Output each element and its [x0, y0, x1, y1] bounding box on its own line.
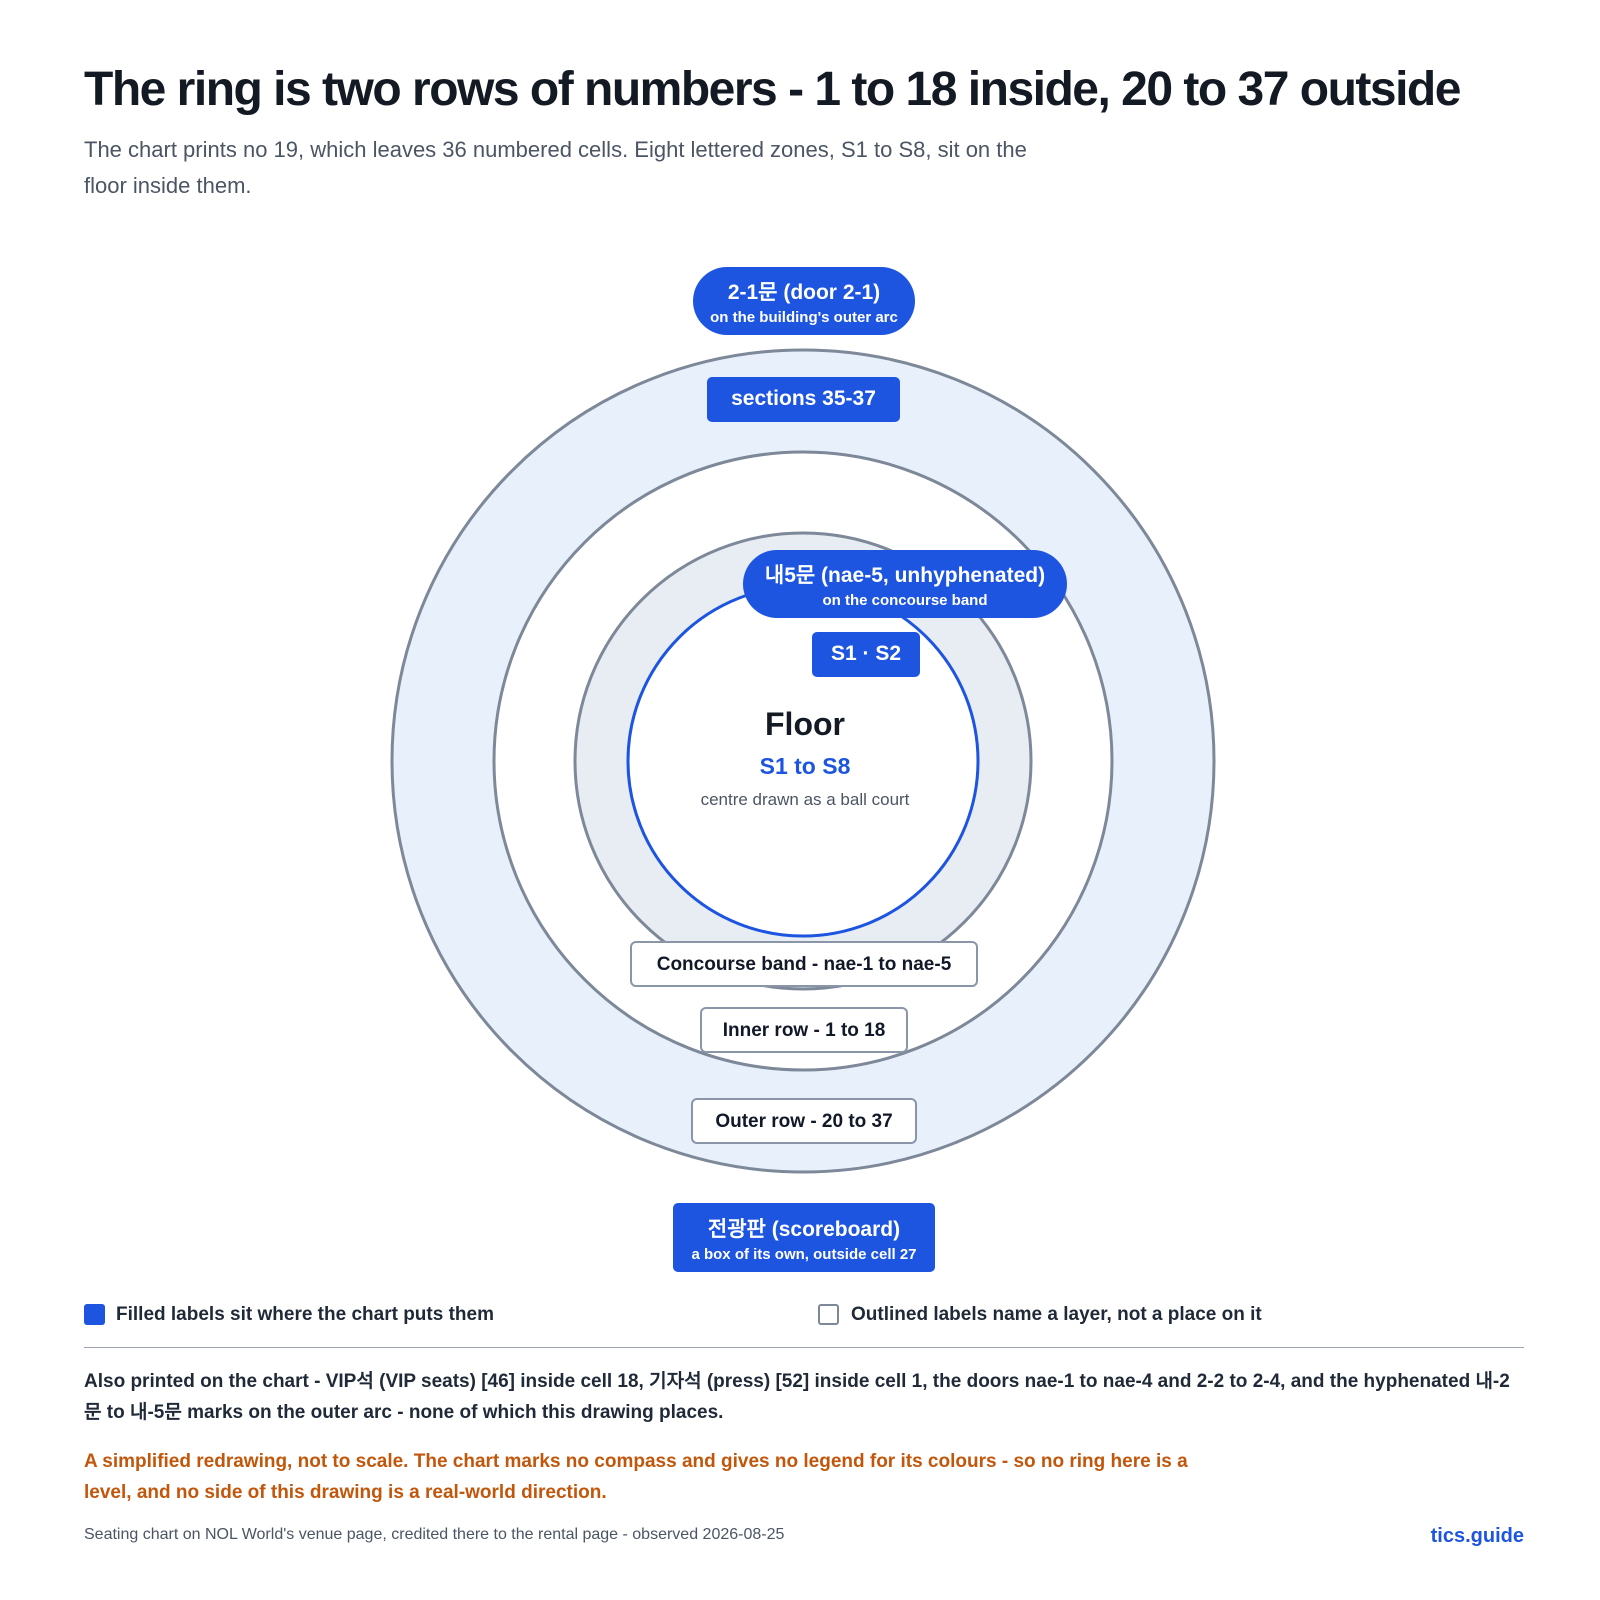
- door-2-1-title: 2-1문 (door 2-1): [727, 281, 881, 304]
- door-nae5-label: 내5문 (nae-5, unhyphenated) on the concour…: [743, 550, 1067, 618]
- brand-link[interactable]: tics.guide: [1430, 1525, 1524, 1547]
- floor-title: Floor: [765, 706, 845, 742]
- door-nae5-title: 내5문 (nae-5, unhyphenated): [764, 564, 1046, 587]
- legend-outlined-text: Outlined labels name a layer, not a plac…: [851, 1304, 1262, 1325]
- legend-filled-text: Filled labels sit where the chart puts t…: [116, 1304, 494, 1325]
- door-nae5-sub: on the concourse band: [822, 592, 988, 609]
- legend-filled-swatch: [84, 1304, 105, 1325]
- scoreboard-label: 전광판 (scoreboard) a box of its own, outsi…: [673, 1203, 935, 1272]
- floor-zones: S1 to S8: [759, 753, 851, 779]
- legend-outlined-swatch: [818, 1304, 839, 1325]
- divider: [84, 1347, 1524, 1348]
- concourse-band-label: Concourse band - nae-1 to nae-5: [630, 941, 978, 987]
- outer-row-label: Outer row - 20 to 37: [691, 1098, 917, 1144]
- source-credit: Seating chart on NOL World's venue page,…: [84, 1526, 785, 1543]
- inner-row-label: Inner row - 1 to 18: [700, 1007, 908, 1053]
- also-printed-note: Also printed on the chart - VIP석 (VIP se…: [84, 1371, 1510, 1423]
- scoreboard-sub: a box of its own, outside cell 27: [691, 1246, 917, 1263]
- page-subtitle: The chart prints no 19, which leaves 36 …: [84, 137, 1027, 198]
- scoreboard-title: 전광판 (scoreboard): [707, 1218, 901, 1241]
- door-2-1-label: 2-1문 (door 2-1) on the building's outer …: [693, 267, 915, 335]
- s1-s2-label: S1 · S2: [812, 632, 920, 677]
- scale-warning: A simplified redrawing, not to scale. Th…: [84, 1451, 1188, 1503]
- door-2-1-sub: on the building's outer arc: [710, 309, 898, 326]
- sections-35-37-label: sections 35-37: [707, 377, 900, 422]
- floor-note: centre drawn as a ball court: [700, 790, 910, 809]
- page-title: The ring is two rows of numbers - 1 to 1…: [84, 63, 1461, 116]
